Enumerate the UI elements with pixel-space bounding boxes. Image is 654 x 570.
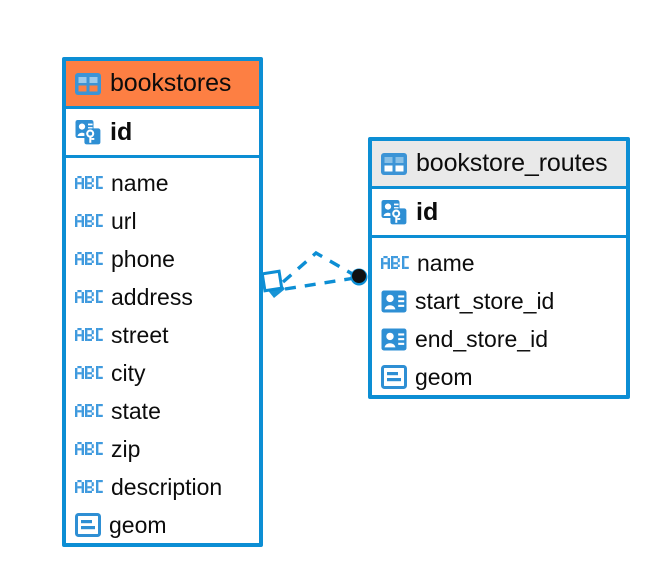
field-row[interactable]: start_store_id xyxy=(372,282,626,320)
field-label: street xyxy=(111,321,169,348)
relationship-line-lower xyxy=(284,276,356,291)
abc-icon xyxy=(75,327,103,341)
entity-header-bookstores[interactable]: bookstores xyxy=(66,61,259,109)
field-row[interactable]: street xyxy=(66,316,259,354)
table-icon xyxy=(75,72,101,95)
table-icon xyxy=(381,152,407,175)
abc-icon xyxy=(75,175,103,189)
geometry-icon xyxy=(75,513,101,537)
foreign-key-icon xyxy=(381,290,407,312)
field-label: state xyxy=(111,397,161,424)
primary-key-icon xyxy=(75,120,101,145)
primary-key-icon xyxy=(381,200,407,225)
foreign-key-icon xyxy=(381,328,407,350)
abc-icon xyxy=(75,213,103,227)
field-row[interactable]: geom xyxy=(66,506,259,544)
field-row[interactable]: description xyxy=(66,468,259,506)
field-row[interactable]: name xyxy=(372,244,626,282)
field-row[interactable]: phone xyxy=(66,240,259,278)
entity-title: bookstores xyxy=(110,69,232,97)
field-label: name xyxy=(111,169,169,196)
primary-key-label: id xyxy=(110,117,133,146)
entity-header-bookstore-routes[interactable]: bookstore_routes xyxy=(372,141,626,189)
field-list-bookstores: name url xyxy=(66,158,259,550)
field-row[interactable]: city xyxy=(66,354,259,392)
abc-icon xyxy=(75,365,103,379)
field-label: geom xyxy=(109,511,167,538)
abc-icon xyxy=(75,289,103,303)
primary-key-row[interactable]: id xyxy=(372,189,626,238)
entity-bookstore-routes[interactable]: bookstore_routes id xyxy=(368,137,630,399)
relationship-line-upper xyxy=(281,250,357,284)
geometry-icon xyxy=(381,365,407,389)
abc-icon xyxy=(381,255,409,269)
field-label: name xyxy=(417,249,475,276)
field-label: phone xyxy=(111,245,175,272)
field-label: start_store_id xyxy=(415,287,555,314)
field-label: city xyxy=(111,359,146,386)
circle-marker xyxy=(350,268,368,286)
field-label: end_store_id xyxy=(415,325,548,352)
abc-icon xyxy=(75,441,103,455)
abc-icon xyxy=(75,479,103,493)
abc-icon xyxy=(75,251,103,265)
field-label: url xyxy=(111,207,137,234)
diamond-marker xyxy=(260,269,285,298)
field-label: description xyxy=(111,473,223,500)
field-row[interactable]: geom xyxy=(372,358,626,396)
field-row[interactable]: name xyxy=(66,164,259,202)
entity-bookstores[interactable]: bookstores id xyxy=(62,57,263,547)
field-row[interactable]: end_store_id xyxy=(372,320,626,358)
field-row[interactable]: url xyxy=(66,202,259,240)
field-row[interactable]: zip xyxy=(66,430,259,468)
primary-key-row[interactable]: id xyxy=(66,109,259,158)
field-row[interactable]: state xyxy=(66,392,259,430)
field-label: address xyxy=(111,283,193,310)
field-label: zip xyxy=(111,435,141,462)
field-label: geom xyxy=(415,363,473,390)
field-row[interactable]: address xyxy=(66,278,259,316)
entity-title: bookstore_routes xyxy=(416,149,608,177)
abc-icon xyxy=(75,403,103,417)
field-list-bookstore-routes: name start_store_id xyxy=(372,238,626,402)
primary-key-label: id xyxy=(416,197,439,226)
